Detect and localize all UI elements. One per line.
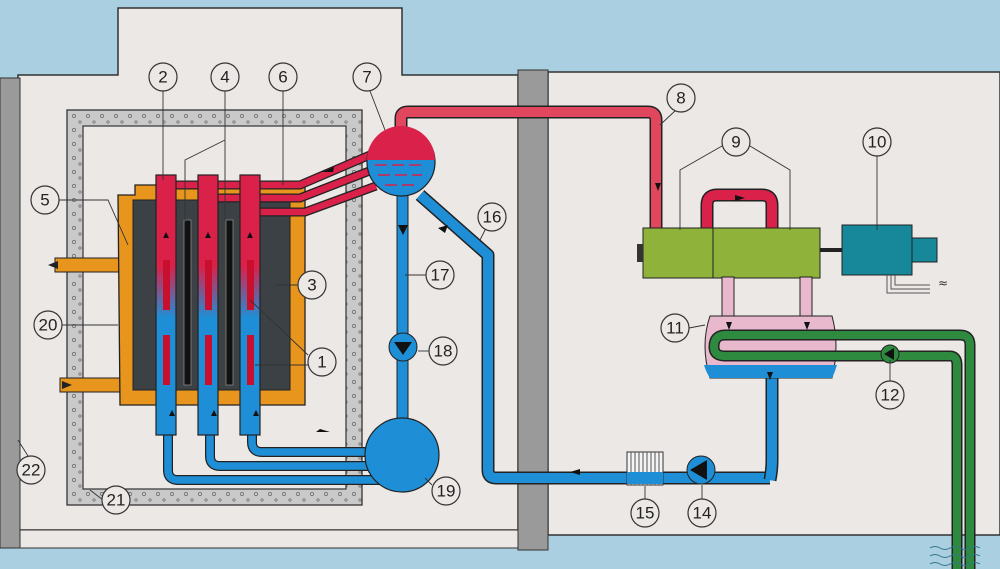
control-rod bbox=[183, 219, 192, 386]
svg-text:22: 22 bbox=[22, 461, 41, 480]
svg-text:21: 21 bbox=[107, 491, 126, 510]
water-waves bbox=[929, 546, 981, 566]
svg-text:18: 18 bbox=[434, 342, 453, 361]
svg-text:17: 17 bbox=[431, 266, 450, 285]
label-9: 9 bbox=[721, 127, 751, 157]
label-15: 15 bbox=[630, 498, 660, 528]
label-18: 18 bbox=[428, 336, 458, 366]
svg-text:20: 20 bbox=[39, 316, 58, 335]
svg-text:8: 8 bbox=[676, 89, 685, 108]
svg-text:11: 11 bbox=[666, 319, 684, 338]
svg-text:12: 12 bbox=[881, 386, 900, 405]
outer-wall-22 bbox=[0, 77, 21, 549]
svg-text:6: 6 bbox=[278, 68, 287, 87]
label-3: 3 bbox=[297, 270, 327, 300]
svg-text:7: 7 bbox=[362, 68, 371, 87]
generator-10: ≈ bbox=[841, 224, 948, 294]
leader-lines bbox=[17, 90, 891, 501]
label-21: 21 bbox=[101, 485, 131, 515]
svg-text:4: 4 bbox=[220, 68, 229, 87]
label-2: 2 bbox=[148, 62, 178, 92]
svg-text:15: 15 bbox=[636, 504, 655, 523]
label-14: 14 bbox=[687, 498, 717, 528]
svg-text:5: 5 bbox=[40, 191, 49, 210]
svg-text:19: 19 bbox=[437, 482, 456, 501]
label-12: 12 bbox=[875, 380, 905, 410]
callout-labels: 1 2 3 4 5 6 7 8 9 10 11 12 14 15 16 17 1… bbox=[16, 62, 905, 528]
svg-text:3: 3 bbox=[307, 276, 316, 295]
svg-text:9: 9 bbox=[731, 133, 740, 152]
fuel-channels bbox=[155, 167, 334, 436]
label-1: 1 bbox=[307, 347, 337, 377]
steam-drum-7 bbox=[366, 126, 436, 197]
middle-wall bbox=[517, 69, 549, 551]
label-8: 8 bbox=[666, 83, 696, 113]
feedwater-pipe-16 bbox=[415, 190, 779, 485]
control-rod bbox=[225, 219, 234, 386]
header-19 bbox=[364, 417, 440, 493]
label-17: 17 bbox=[425, 260, 455, 290]
svg-text:14: 14 bbox=[693, 504, 712, 523]
svg-text:16: 16 bbox=[483, 208, 502, 227]
label-20: 20 bbox=[33, 310, 63, 340]
feed-pipes bbox=[163, 430, 380, 485]
svg-text:≈: ≈ bbox=[938, 276, 948, 290]
svg-text:10: 10 bbox=[868, 133, 887, 152]
turbine-9 bbox=[637, 227, 842, 279]
label-5: 5 bbox=[30, 185, 60, 215]
label-11: 11 bbox=[660, 313, 690, 343]
label-19: 19 bbox=[431, 476, 461, 506]
label-10: 10 bbox=[862, 127, 892, 157]
cooling-water-loop bbox=[708, 329, 976, 569]
svg-text:1: 1 bbox=[317, 353, 326, 372]
wall-bottom bbox=[19, 529, 519, 549]
label-7: 7 bbox=[352, 62, 382, 92]
label-16: 16 bbox=[477, 202, 507, 232]
svg-text:2: 2 bbox=[158, 68, 167, 87]
label-6: 6 bbox=[268, 62, 298, 92]
label-22: 22 bbox=[16, 455, 46, 485]
label-4: 4 bbox=[210, 62, 240, 92]
